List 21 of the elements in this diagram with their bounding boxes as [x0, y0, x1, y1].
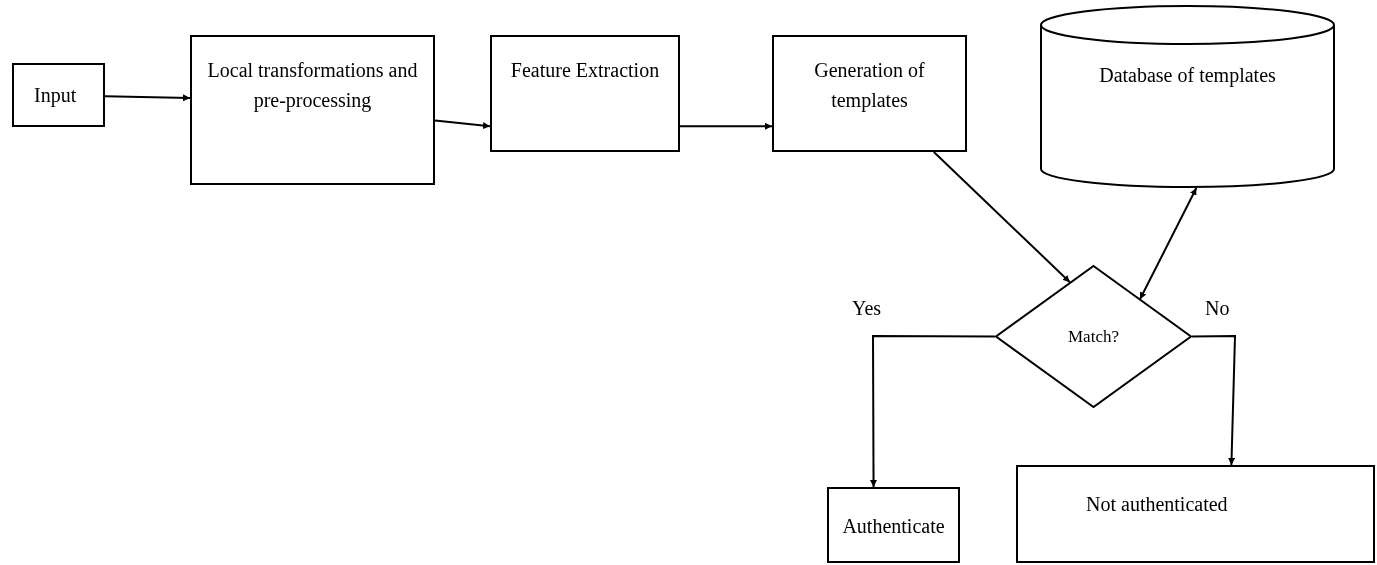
- arrow: [870, 335, 996, 488]
- node-label: Database of templates: [1099, 63, 1276, 89]
- arrow: [1139, 187, 1198, 301]
- node-label: Authenticate: [842, 514, 945, 539]
- node-label: Generation of templates: [813, 58, 926, 114]
- process-box: [490, 35, 680, 152]
- arrow: [104, 94, 191, 102]
- node-label: Feature Extraction: [510, 58, 660, 83]
- arrow: [932, 151, 1071, 284]
- process-box: [827, 487, 960, 563]
- node-label: Local transformations and pre-processing: [206, 58, 419, 114]
- arrow: [679, 122, 773, 130]
- process-box: [190, 35, 435, 185]
- process-box: [772, 35, 967, 152]
- arrow: [1191, 335, 1237, 466]
- process-box: [12, 63, 105, 127]
- node-label: Not authenticated: [1086, 492, 1228, 517]
- arrow: [434, 119, 491, 129]
- process-box: [1016, 465, 1375, 563]
- node-label: Input: [34, 83, 77, 109]
- node-label: Match?: [1068, 325, 1119, 348]
